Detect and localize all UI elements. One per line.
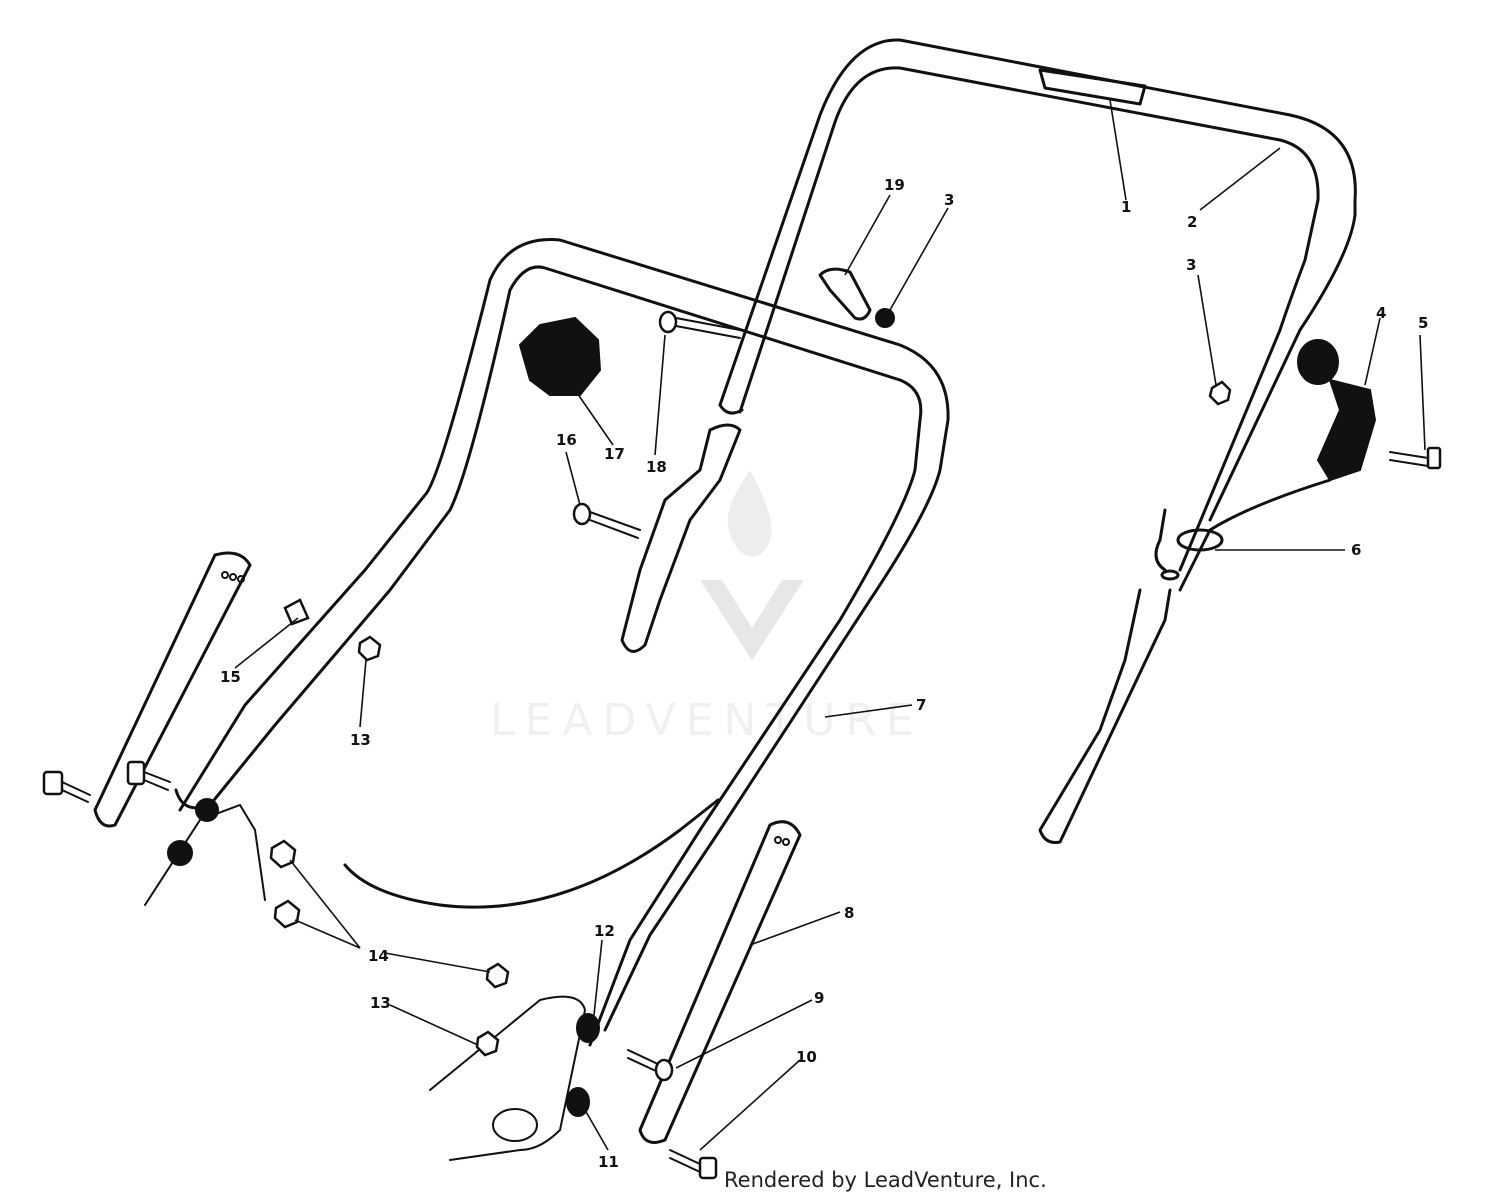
callout-15: 15 [220, 668, 241, 686]
control-lever-4 [1297, 339, 1377, 482]
callout-19: 19 [884, 176, 905, 194]
bolt-9 [627, 1049, 674, 1082]
callout-labels: 1 2 3 3 4 5 6 7 8 9 10 11 12 13 13 14 15… [220, 176, 1428, 1171]
callout-9: 9 [814, 989, 824, 1007]
callout-8: 8 [844, 904, 854, 922]
callout-4: 4 [1376, 304, 1386, 322]
bolt-left-inner [126, 760, 171, 791]
spacer-left-upper [195, 798, 219, 822]
leader-lines [234, 99, 1426, 1151]
nut-14-b [273, 899, 301, 929]
watermark-logo: LEADVENTURE [490, 470, 924, 746]
callout-11: 11 [598, 1153, 619, 1171]
callout-14: 14 [368, 947, 389, 965]
nut-13-lower [475, 1030, 500, 1057]
callout-3-upper: 3 [944, 191, 954, 209]
nut-13-upper [357, 635, 382, 662]
nut-14-a [269, 839, 297, 869]
callout-7: 7 [916, 696, 926, 714]
right-brace-bar [638, 820, 802, 1144]
control-cable [343, 478, 1332, 909]
cable-guide-19 [818, 267, 872, 321]
handle-tube-segment [620, 423, 742, 653]
bolt-left-outer [42, 770, 91, 803]
knob-17 [518, 316, 602, 396]
callout-17: 17 [604, 445, 625, 463]
callout-1: 1 [1121, 198, 1131, 216]
callout-3-right: 3 [1186, 256, 1196, 274]
carriage-bolt-18 [658, 310, 741, 339]
watermark-brand: LEADVENTURE [490, 695, 924, 746]
left-brace-bar [93, 551, 252, 828]
carriage-bolt-16 [572, 502, 641, 539]
nut-14-c [485, 962, 510, 989]
callout-6: 6 [1351, 541, 1361, 559]
upper-handle [718, 38, 1357, 844]
callout-10: 10 [796, 1048, 817, 1066]
cable-tie-6 [1176, 528, 1224, 552]
nut-3-right [1208, 380, 1232, 406]
spacer-left-lower [167, 840, 193, 866]
callout-13-lower: 13 [370, 994, 391, 1012]
pin-15 [283, 598, 310, 626]
bolt-5 [1389, 446, 1442, 470]
nut-3-upper [875, 308, 895, 328]
bolt-10 [669, 1149, 718, 1180]
callout-16: 16 [556, 431, 577, 449]
deck-bracket [144, 803, 587, 1161]
callout-12: 12 [594, 922, 615, 940]
render-credit: Rendered by LeadVenture, Inc. [724, 1168, 1047, 1192]
callout-2: 2 [1187, 213, 1197, 231]
spacer-11 [566, 1087, 590, 1117]
spacer-12 [576, 1013, 600, 1043]
callout-18: 18 [646, 458, 667, 476]
callout-5: 5 [1418, 314, 1428, 332]
callout-13-upper: 13 [350, 731, 371, 749]
